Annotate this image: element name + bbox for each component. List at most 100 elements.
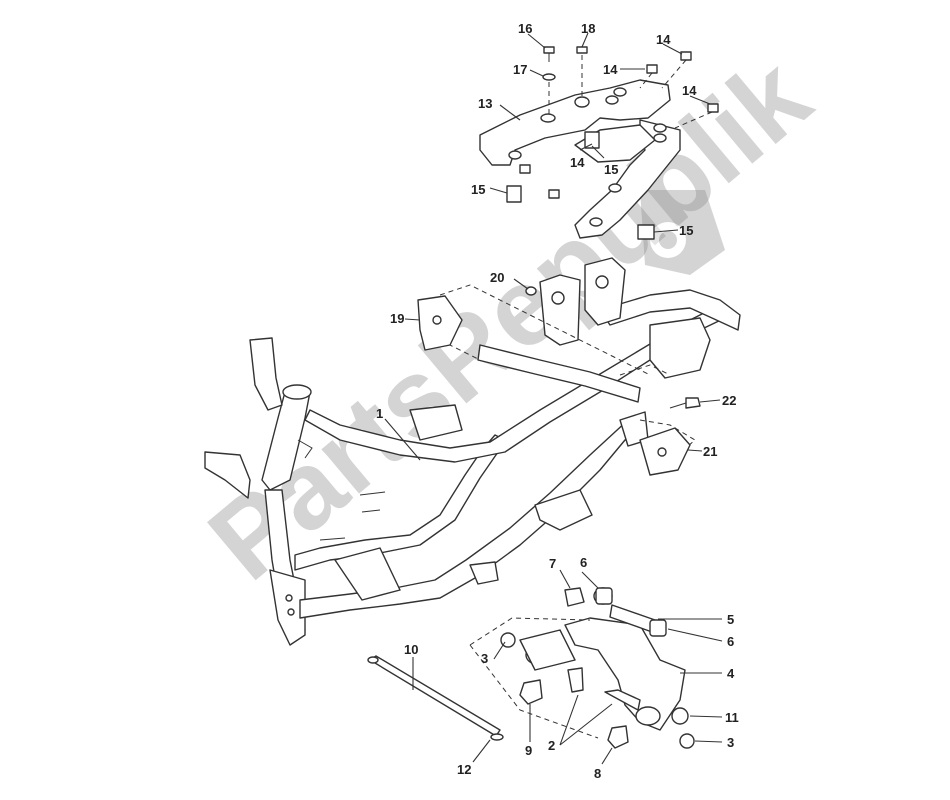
- clip-15-left: [506, 185, 522, 203]
- callout-6a: 6: [580, 555, 587, 570]
- bracket-hole: [657, 447, 667, 457]
- bracket-hole: [432, 315, 442, 325]
- engine-mount-bracket: [539, 274, 581, 346]
- frame-cross-tube: [477, 344, 641, 403]
- nut-14-a: [646, 64, 658, 74]
- frame-side-bracket: [534, 489, 593, 531]
- callout-15b: 15: [471, 182, 485, 197]
- callout-3a: 3: [481, 651, 488, 666]
- bolt-22: [685, 397, 701, 409]
- assembly-guide: [674, 111, 713, 129]
- callout-18: 18: [581, 21, 595, 36]
- footrest-bracket-left: [204, 451, 251, 499]
- carrier-bracket-right-arm: [574, 119, 681, 239]
- bushing-6-a-body: [595, 587, 613, 605]
- bushing-6-b: [649, 619, 667, 637]
- frame-hole: [287, 608, 295, 616]
- bracket-hole: [574, 96, 590, 108]
- frame-floor-support: [334, 547, 401, 601]
- engine-hanger-left-lug: [519, 629, 576, 671]
- clip-15-right: [637, 224, 655, 240]
- long-bolt-head: [367, 656, 379, 664]
- callout-12: 12: [457, 762, 471, 777]
- bracket-hole: [589, 217, 603, 227]
- cable-hook: [297, 439, 313, 459]
- frame-hole: [285, 594, 293, 602]
- nut-14-e: [548, 189, 560, 199]
- bolt-2-a: [567, 667, 584, 693]
- engine-mount-bracket-2: [584, 257, 626, 326]
- frame-mid-bracket: [409, 404, 463, 441]
- main-frame: [204, 257, 741, 646]
- bolt-16: [543, 46, 555, 54]
- frame-front-plate: [269, 569, 306, 646]
- callout-17: 17: [513, 62, 527, 77]
- leader-lines: [384, 32, 723, 765]
- callout-14c: 14: [682, 83, 697, 98]
- callout-11: 11: [725, 710, 739, 725]
- bolt-18: [576, 46, 588, 54]
- callout-14b: 14: [603, 62, 618, 77]
- nut-14-d: [519, 164, 531, 174]
- bracket-hole: [653, 123, 667, 133]
- rubber-mount-9: [519, 679, 543, 705]
- callout-14a: 14: [656, 32, 671, 47]
- frame-lower-bracket: [469, 561, 499, 585]
- assembly-guide: [619, 364, 671, 376]
- carrier-bracket-assembly: [479, 46, 719, 240]
- callout-21: 21: [703, 444, 717, 459]
- callout-9: 9: [525, 743, 532, 758]
- callout-19: 19: [390, 311, 404, 326]
- assembly-guide: [639, 72, 653, 89]
- cable-hook: [319, 491, 386, 541]
- washer-17: [542, 73, 556, 81]
- callout-8: 8: [594, 766, 601, 781]
- callout-1: 1: [376, 406, 383, 421]
- watermark-gear-icon: [640, 190, 725, 275]
- callout-2: 2: [548, 738, 555, 753]
- callout-13: 13: [478, 96, 492, 111]
- washer-12: [490, 733, 504, 741]
- frame-rear-rail: [599, 289, 741, 331]
- engine-hanger-pivot: [635, 706, 661, 726]
- bracket-hole: [653, 133, 667, 143]
- bolt-2-b: [604, 689, 641, 711]
- callout-16: 16: [518, 21, 532, 36]
- assembly-guide: [661, 59, 687, 89]
- long-bolt-10: [369, 655, 501, 737]
- bracket-hole: [605, 95, 619, 105]
- callout-22: 22: [722, 393, 736, 408]
- callout-5: 5: [727, 612, 734, 627]
- headlamp-bracket: [249, 337, 283, 411]
- callout-4: 4: [727, 666, 735, 681]
- engine-hanger-link-4: [564, 617, 686, 731]
- callout-labels: 1 2 3 3 4 5 6 6 7 8 9 10 11 12 13 14 14 …: [376, 21, 739, 781]
- callout-6b: 6: [727, 634, 734, 649]
- mount-hole: [595, 275, 609, 289]
- clip-15-center: [584, 131, 600, 149]
- stopper-7: [564, 587, 585, 607]
- callout-7: 7: [549, 556, 556, 571]
- callout-3b: 3: [727, 735, 734, 750]
- bracket-hole: [608, 183, 622, 193]
- frame-rear-bracket: [649, 317, 711, 379]
- engine-hanger-assembly: [469, 587, 695, 749]
- bracket-hole: [613, 87, 627, 97]
- callout-20: 20: [490, 270, 504, 285]
- nut-11: [671, 707, 689, 725]
- callout-15c: 15: [679, 223, 693, 238]
- callout-15a: 15: [604, 162, 618, 177]
- assembly-guide: [439, 284, 651, 376]
- rubber-mount-8: [607, 725, 629, 749]
- long-bolt-assembly: [367, 655, 504, 741]
- assembly-guide: [439, 339, 481, 361]
- mount-hole: [551, 291, 565, 305]
- nut-20: [525, 286, 537, 296]
- nut-14-c: [707, 103, 719, 113]
- bracket-hole: [508, 150, 522, 160]
- bracket-hole: [540, 113, 556, 123]
- nut-3-b: [679, 733, 695, 749]
- callout-10: 10: [404, 642, 418, 657]
- nut-14-b: [680, 51, 692, 61]
